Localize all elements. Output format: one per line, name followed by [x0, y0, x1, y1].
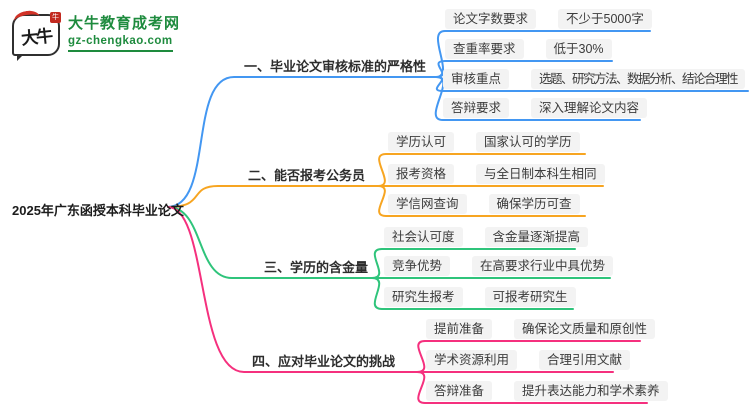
node-value: 深入理解论文内容 [531, 98, 648, 118]
node-key: 查重率要求 [445, 39, 524, 59]
site-domain: gz-chengkao.com [68, 34, 173, 52]
logo-bubble-tail [17, 54, 24, 61]
branch1-label: 一、毕业论文审核标准的严格性 [244, 59, 427, 74]
node-value: 提升表达能力和学术素养 [514, 381, 668, 401]
logo-seal-icon: 牛 [50, 12, 61, 23]
node-key: 学历认可 [388, 132, 455, 152]
map-node-row: 社会认可度 含金量逐渐提高 [384, 227, 589, 247]
logo-bull-icon: 牛 大牛 [12, 8, 61, 61]
node-key: 答辩准备 [426, 381, 493, 401]
node-key: 学信网查询 [388, 194, 467, 214]
map-node-row: 学术资源利用 合理引用文献 [426, 350, 631, 370]
node-key: 审核重点 [443, 69, 510, 89]
node-key: 论文字数要求 [445, 9, 537, 29]
site-name: 大牛教育成考网 [68, 15, 181, 32]
node-key: 提前准备 [426, 319, 493, 339]
branch3-lines [167, 206, 611, 310]
node-value: 在高要求行业中具优势 [472, 256, 614, 276]
branch4-lines [167, 206, 648, 404]
map-node-row: 竞争优势 在高要求行业中具优势 [384, 256, 614, 276]
branch3-label: 三、学历的含金量 [264, 260, 369, 275]
node-value: 国家认可的学历 [476, 132, 580, 152]
map-node-row: 答辩要求 深入理解论文内容 [443, 98, 648, 118]
map-node-row: 提前准备 确保论文质量和原创性 [426, 319, 656, 339]
node-value: 可报考研究生 [484, 287, 576, 307]
node-value: 含金量逐渐提高 [484, 227, 589, 247]
branch2-lines [167, 153, 604, 217]
map-node-row: 学信网查询 确保学历可查 [388, 194, 580, 214]
site-logo: 牛 大牛 大牛教育成考网 gz-chengkao.com [12, 8, 181, 61]
map-node-row: 研究生报考 可报考研究生 [384, 287, 576, 307]
map-node-row: 学历认可 国家认可的学历 [388, 132, 580, 152]
node-key: 竞争优势 [384, 256, 451, 276]
map-node-row: 报考资格 与全日制本科生相同 [388, 164, 605, 184]
node-key: 研究生报考 [384, 287, 463, 307]
node-value: 不少于5000字 [558, 9, 652, 29]
node-key: 学术资源利用 [426, 350, 518, 370]
logo-icon-text: 大牛 [20, 25, 53, 49]
node-value: 确保论文质量和原创性 [514, 319, 656, 339]
node-value: 选题、研究方法、数据分析、结论合理性 [531, 69, 746, 89]
map-node-row: 查重率要求 低于30% [445, 39, 612, 59]
node-key: 报考资格 [388, 164, 455, 184]
node-value: 合理引用文献 [539, 350, 631, 370]
branch4-label: 四、应对毕业论文的挑战 [252, 354, 396, 369]
branch1-lines [167, 30, 749, 208]
node-key: 社会认可度 [384, 227, 463, 247]
root-node: 2025年广东函授本科毕业论文 [12, 203, 184, 218]
node-value: 与全日制本科生相同 [476, 164, 605, 184]
map-node-row: 论文字数要求 不少于5000字 [445, 9, 652, 29]
branch2-label: 二、能否报考公务员 [248, 168, 366, 183]
map-node-row: 答辩准备 提升表达能力和学术素养 [426, 381, 668, 401]
node-key: 答辩要求 [443, 98, 510, 118]
node-value: 低于30% [545, 39, 612, 59]
map-node-row: 审核重点 选题、研究方法、数据分析、结论合理性 [443, 69, 746, 89]
node-value: 确保学历可查 [488, 194, 580, 214]
